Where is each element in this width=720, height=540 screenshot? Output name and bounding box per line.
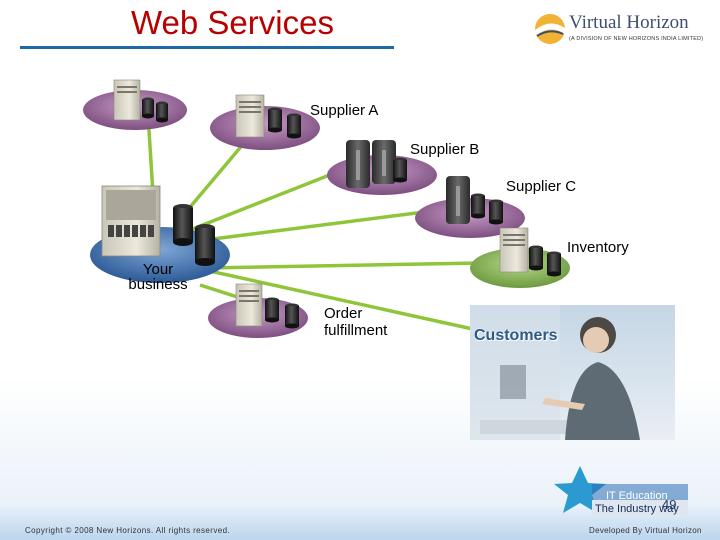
logo-tagline: (A DIVISION OF NEW HORIZONS INDIA LIMITE… — [569, 36, 704, 42]
logo-name: Virtual Horizon — [569, 12, 689, 33]
your-business-hub — [90, 185, 230, 283]
customers-photo — [470, 305, 675, 440]
inventory-label: Inventory — [567, 239, 629, 256]
badge-line1: IT Education — [606, 490, 668, 502]
customers-label: Customers — [474, 327, 558, 344]
supplier-b-node — [327, 140, 437, 195]
slide-title: Web Services — [131, 4, 334, 41]
supplier-c-label: Supplier C — [506, 178, 577, 195]
supplier-a-label: Supplier A — [310, 102, 379, 119]
supplier-a-node — [210, 94, 320, 150]
virtual-horizon-logo: Virtual Horizon (A DIVISION OF NEW HORIZ… — [533, 10, 713, 50]
connector-inventory — [204, 261, 481, 270]
inventory-node — [470, 227, 570, 288]
supplier-b-label: Supplier B — [410, 141, 480, 158]
connector-customers — [204, 268, 501, 337]
footer-credit: Developed By Virtual Horizon — [589, 526, 702, 535]
it-education-badge — [554, 466, 688, 516]
horizon-logo-icon — [535, 14, 565, 44]
supplier-c-node — [415, 176, 525, 238]
title-underline — [20, 46, 394, 49]
page-number: 49 — [662, 497, 677, 512]
your-business-label: Your business — [128, 261, 188, 293]
order-fulfillment-label: Order fulfillment — [324, 305, 388, 339]
server-node-top-left — [83, 79, 187, 130]
order-fulfillment-node — [208, 283, 308, 338]
connector-supplier-c — [204, 208, 441, 242]
footer-copyright: Copyright © 2008 New Horizons. All right… — [25, 526, 231, 535]
badge-line2: The Industry way — [595, 503, 679, 515]
